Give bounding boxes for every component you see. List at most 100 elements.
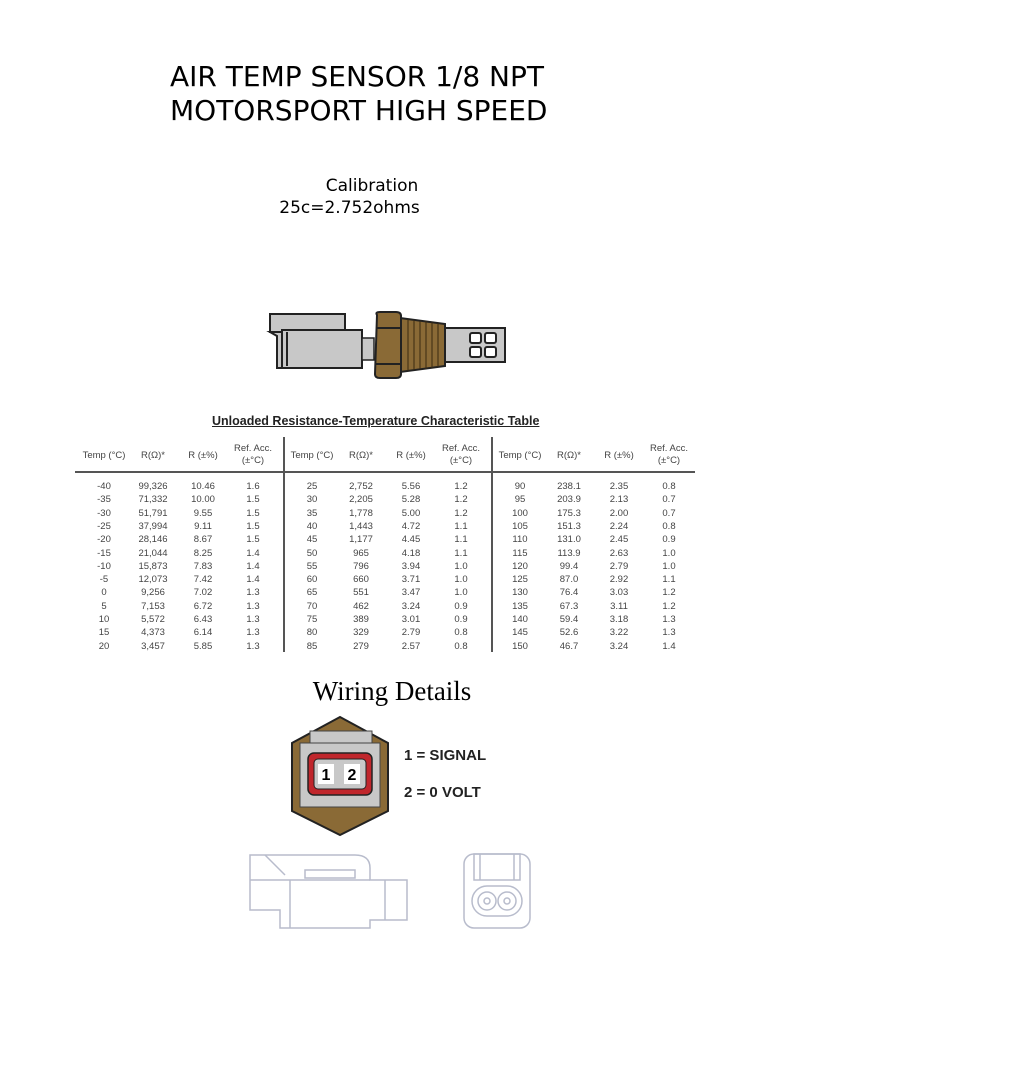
- table-cell: 115: [512, 547, 528, 559]
- table-cell: 1.2: [662, 600, 676, 612]
- calibration-value: 25c=2.752ohms: [279, 198, 420, 218]
- table-cell: 75: [306, 614, 318, 625]
- table-cell: 9,256: [141, 587, 165, 599]
- table-cell: 51,791: [138, 507, 168, 519]
- table-cell: 70: [306, 600, 318, 612]
- table-cell: 10.46: [191, 481, 215, 492]
- table-cell: 0.9: [662, 534, 676, 546]
- table-cell: 0.8: [454, 627, 468, 639]
- table-cell: 1.0: [454, 560, 468, 572]
- table-cell: 0.7: [662, 507, 676, 519]
- table-cell: 35: [306, 507, 318, 519]
- table-cell: 50: [306, 547, 318, 559]
- calibration: Calibration 25c=2.752ohms: [272, 175, 472, 219]
- table-cell: 4.18: [401, 547, 421, 559]
- table-cell: 0.7: [662, 494, 676, 506]
- table-cell: 2,752: [349, 481, 373, 492]
- table-cell: 0: [101, 587, 107, 599]
- table-cell: 125: [512, 574, 528, 586]
- pin-1-label: 1: [322, 767, 331, 784]
- table-cell: 67.3: [559, 600, 579, 612]
- table-cell: 5.28: [401, 494, 421, 506]
- table-cell: 52.6: [559, 627, 579, 639]
- table-cell: 551: [353, 587, 369, 599]
- table-cell: -15: [97, 547, 111, 559]
- table-cell: 5.85: [193, 640, 213, 652]
- table-cell: 2.35: [609, 481, 629, 492]
- table-cell: 140: [512, 614, 528, 625]
- title-line-2: MOTORSPORT HIGH SPEED: [170, 94, 548, 127]
- table-cell: 95: [514, 494, 526, 506]
- table-cell: 1.1: [662, 574, 676, 586]
- table-cell: 1.6: [246, 481, 260, 492]
- table-cell: 85: [306, 640, 318, 652]
- table-cell: 105: [512, 520, 528, 532]
- table-cell: -30: [97, 507, 111, 519]
- table-cell: 40: [306, 520, 318, 532]
- table-cell: -20: [97, 534, 111, 546]
- table-cell: 45: [306, 534, 318, 546]
- column-header: R (±%): [396, 450, 426, 461]
- table-cell: 0.8: [662, 520, 676, 532]
- connector-side-view: [249, 854, 408, 929]
- table-cell: 87.0: [559, 574, 579, 586]
- column-header: R(Ω)*: [349, 450, 373, 461]
- table-cell: 0.9: [454, 600, 468, 612]
- table-cell: 76.4: [559, 587, 579, 599]
- table-cell: 150: [512, 640, 528, 652]
- table-cell: -40: [97, 481, 111, 492]
- table-cell: 9.55: [193, 507, 213, 519]
- table-cell: 2,205: [349, 494, 373, 506]
- table-cell: 1.1: [454, 520, 468, 532]
- table-cell: 99.4: [559, 560, 579, 572]
- table-cell: 1.3: [662, 627, 676, 639]
- table-cell: 2.92: [609, 574, 629, 586]
- table-cell: 28,146: [138, 534, 168, 546]
- table-cell: 135: [512, 600, 528, 612]
- pin-2-label: 2: [348, 767, 357, 784]
- table-cell: 1,443: [349, 520, 373, 532]
- table-cell: 1.5: [246, 494, 260, 506]
- table-cell: 5,572: [141, 614, 165, 625]
- table-cell: 1.1: [454, 534, 468, 546]
- table-cell: 3.18: [609, 614, 629, 625]
- table-cell: 462: [353, 600, 369, 612]
- table-cell: 329: [353, 627, 369, 639]
- table-cell: 20: [98, 640, 110, 652]
- table-cell: 3.24: [609, 640, 629, 652]
- table-cell: 1.2: [454, 494, 468, 506]
- table-cell: 6.43: [193, 614, 213, 625]
- table-cell: 9.11: [194, 520, 212, 532]
- connector-face-diagram: 1 2: [291, 715, 389, 837]
- table-cell: 0.8: [454, 640, 468, 652]
- table-cell: 3.11: [610, 600, 628, 612]
- table-cell: 1.0: [662, 560, 676, 572]
- column-header: R(Ω)*: [557, 450, 581, 461]
- table-cell: 3.71: [401, 574, 421, 586]
- column-divider: [283, 437, 285, 652]
- table-cell: 65: [306, 587, 318, 599]
- table-cell: 7,153: [141, 600, 165, 612]
- header-divider: [75, 471, 695, 473]
- table-cell: 1.4: [246, 547, 260, 559]
- table-cell: 3.01: [401, 614, 421, 625]
- table-cell: 151.3: [557, 520, 581, 532]
- table-cell: 3.22: [609, 627, 629, 639]
- table-cell: 1.0: [662, 547, 676, 559]
- table-cell: 1.3: [246, 627, 260, 639]
- column-divider: [491, 437, 493, 652]
- calibration-label: Calibration: [325, 176, 419, 196]
- table-cell: 90: [514, 481, 526, 492]
- table-cell: 0.8: [662, 481, 676, 492]
- table-title: Unloaded Resistance-Temperature Characte…: [212, 414, 540, 428]
- table-cell: 30: [306, 494, 318, 506]
- table-cell: 203.9: [557, 494, 581, 506]
- table-cell: 10.00: [191, 494, 215, 506]
- table-cell: 71,332: [138, 494, 168, 506]
- table-cell: 279: [353, 640, 369, 652]
- table-cell: 145: [512, 627, 528, 639]
- table-cell: 15: [98, 627, 110, 639]
- column-header: R (±%): [188, 450, 218, 461]
- table-cell: 7.83: [193, 560, 213, 572]
- column-header: Ref. Acc. (±°C): [649, 443, 688, 466]
